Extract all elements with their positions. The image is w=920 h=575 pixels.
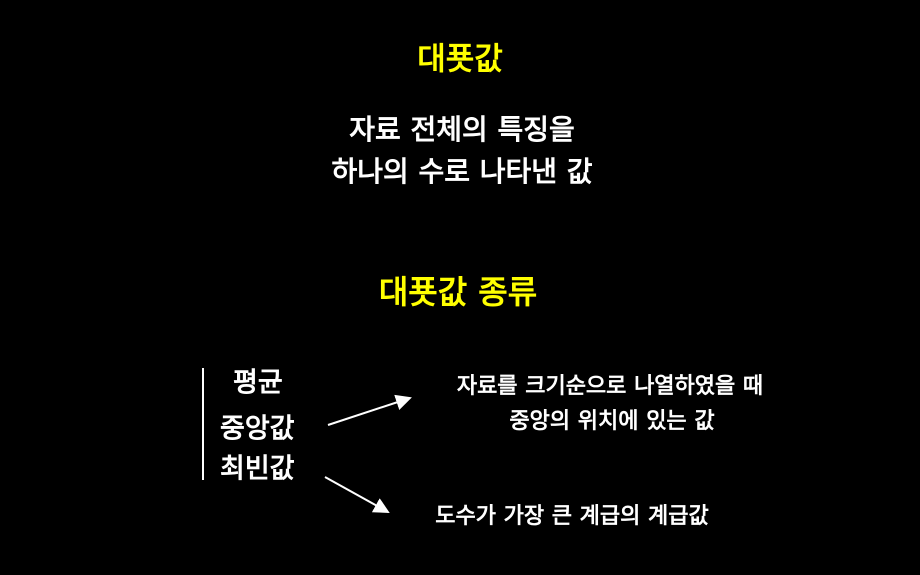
median-desc-line-1: 자료를 크기순으로 나열하였을 때 bbox=[456, 374, 764, 399]
type-mode: 최빈값 bbox=[220, 453, 295, 485]
bracket-line bbox=[202, 368, 204, 480]
median-arrow bbox=[327, 394, 412, 426]
slide-title: 대푯값 bbox=[417, 41, 503, 78]
definition-line-1: 자료 전체의 특징을 bbox=[349, 113, 575, 146]
type-mean: 평균 bbox=[233, 367, 283, 399]
mode-arrow bbox=[324, 476, 390, 513]
type-median: 중앙값 bbox=[220, 413, 295, 445]
median-desc-line-2: 중앙의 위치에 있는 값 bbox=[509, 409, 715, 434]
types-heading: 대푯값 종류 bbox=[378, 273, 538, 311]
definition-line-2: 하나의 수로 나타낸 값 bbox=[331, 155, 593, 188]
mode-desc: 도수가 가장 큰 계급의 계급값 bbox=[435, 504, 709, 529]
